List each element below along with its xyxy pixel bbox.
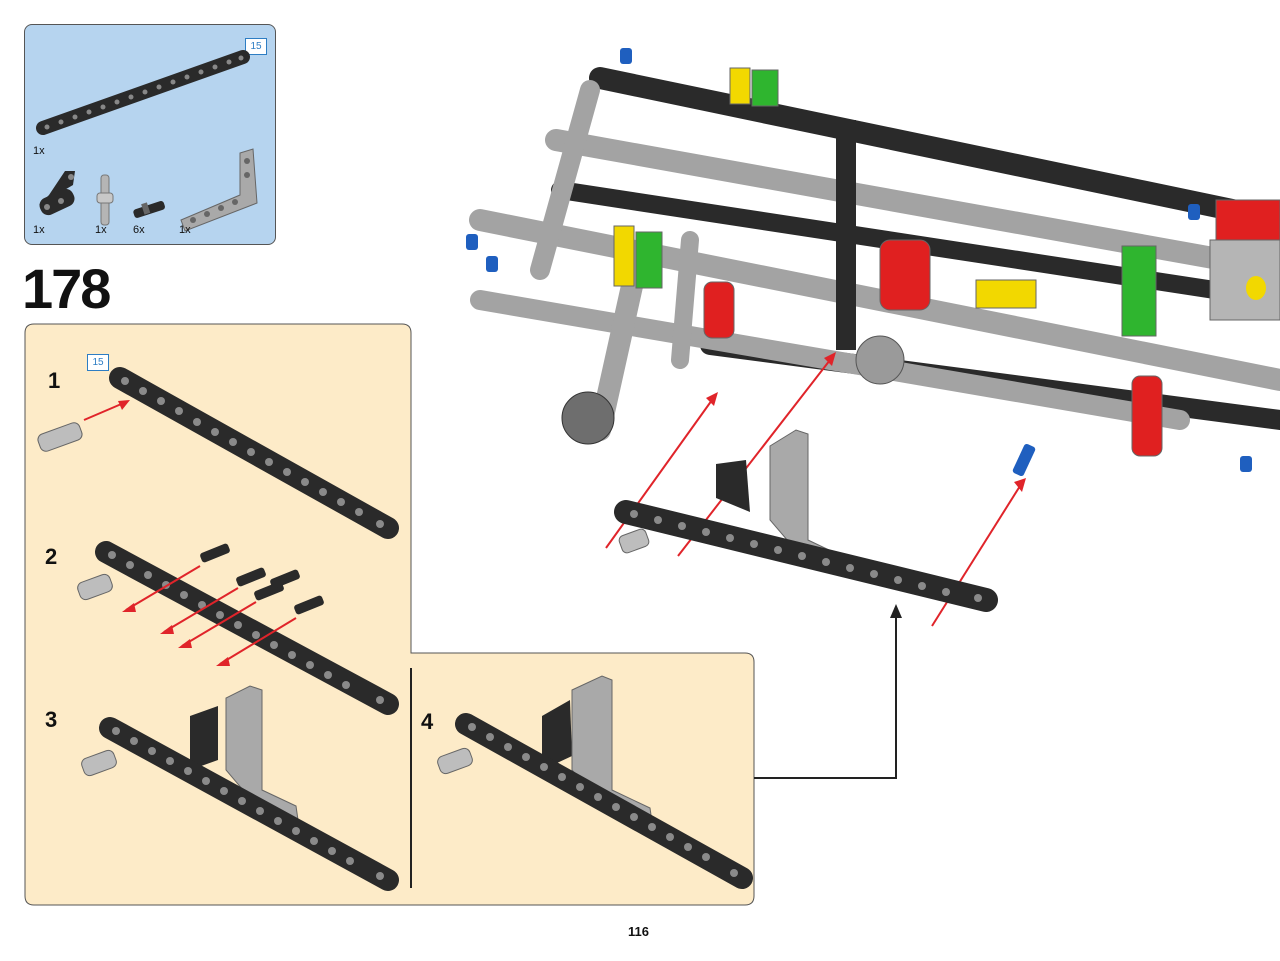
substep-4-figure — [437, 675, 753, 889]
beam-15-icon — [36, 50, 250, 135]
qty-friction-pin: 6x — [133, 224, 145, 236]
callout-arrowhead — [890, 604, 902, 618]
substep-2-figure — [77, 541, 399, 715]
substep-3-figure — [81, 685, 399, 891]
axle-pin-icon — [96, 174, 114, 226]
substep-1-label: 1 — [48, 368, 61, 393]
qty-axle-pin: 1x — [95, 224, 107, 236]
parts-illustration — [36, 50, 258, 232]
axle-pin-icon — [37, 422, 83, 452]
page-number: 116 — [628, 924, 649, 939]
chassis-assembly — [466, 48, 1280, 627]
substep-4-label: 4 — [421, 709, 434, 734]
qty-beam-15: 1x — [33, 145, 45, 157]
friction-pin-icon — [133, 201, 165, 218]
substep-1-length-badge: 15 — [87, 354, 109, 371]
step-number: 178 — [22, 257, 111, 320]
substep-3-label: 3 — [45, 707, 58, 732]
qty-l-beam: 1x — [179, 224, 191, 236]
beam-length-badge: 15 — [245, 38, 267, 55]
triangle-beam-icon — [39, 171, 75, 216]
substep-1-figure — [37, 367, 399, 539]
l-beam-icon — [180, 148, 258, 232]
substep-2-label: 2 — [45, 544, 58, 569]
parts-list-box: 15 — [24, 24, 276, 245]
callout-connector — [754, 614, 897, 779]
qty-triangle-beam: 1x — [33, 224, 45, 236]
